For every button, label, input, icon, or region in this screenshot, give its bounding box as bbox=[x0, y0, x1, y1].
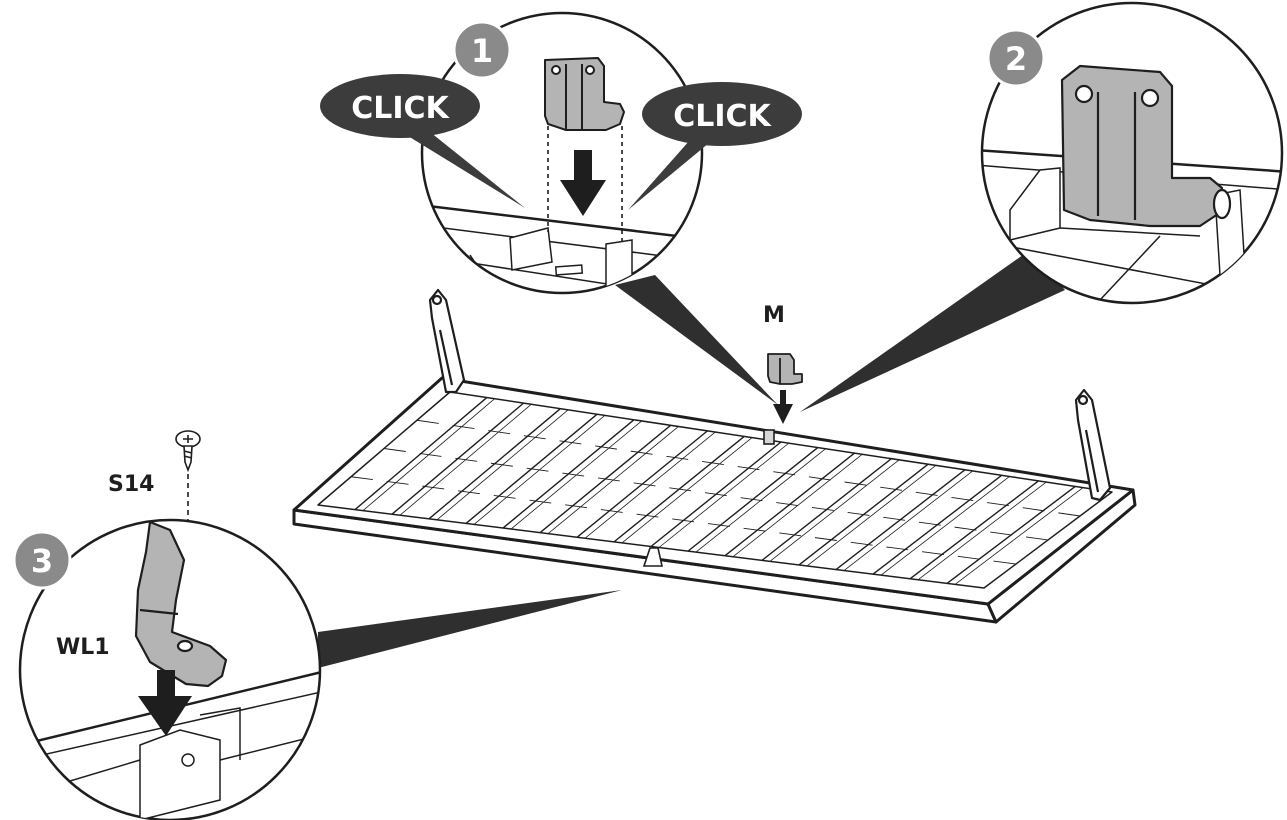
step-number-1: 1 bbox=[471, 32, 493, 70]
wedge-detail-1 bbox=[615, 275, 778, 405]
arrow-down-detail-1 bbox=[560, 150, 606, 216]
arrow-down-m bbox=[773, 390, 793, 424]
wedge-detail-3 bbox=[318, 590, 622, 668]
tray-cross-rib bbox=[350, 476, 1017, 565]
screw-s14-cross-icon bbox=[183, 435, 193, 443]
arrow-down-detail-3 bbox=[138, 670, 192, 736]
step-number-3: 3 bbox=[31, 542, 53, 580]
step-number-2: 2 bbox=[1005, 40, 1027, 78]
click-bubble-right-text: CLICK bbox=[673, 99, 772, 134]
detail-1-bracket bbox=[544, 57, 625, 131]
detail-2-bracket-hole-right bbox=[1140, 88, 1160, 108]
right-hinge-rod bbox=[1084, 429, 1100, 493]
detail-circle-1: 1 bbox=[420, 11, 704, 295]
detail-3-screw-hole bbox=[181, 753, 195, 767]
detail-2-bracket bbox=[1060, 64, 1232, 228]
arrow-down-detail-1-shaft bbox=[574, 150, 592, 180]
tray-frame bbox=[292, 376, 1137, 624]
detail-2-floor-line bbox=[1059, 227, 1201, 237]
tray-slat-edge bbox=[843, 470, 974, 571]
tray-cross-rib bbox=[383, 448, 1049, 541]
screw-s14-thread-2 bbox=[183, 455, 193, 459]
tray-top-surface bbox=[292, 376, 1135, 606]
detail-1-bracket-hole-right bbox=[585, 65, 595, 75]
detail-1-rail-top bbox=[422, 203, 702, 242]
left-hinge-arm-body bbox=[428, 288, 466, 394]
tray-slat-edge bbox=[806, 464, 937, 567]
detail-circle-3: 3 WL1 bbox=[12, 518, 322, 820]
tray-bracket-stub bbox=[763, 429, 775, 445]
arrow-down-m-shaft bbox=[780, 390, 786, 404]
step-badge-2 bbox=[986, 28, 1046, 88]
detail-1-bracket-hole-left bbox=[551, 65, 561, 75]
detail-3-clip-wl1 bbox=[134, 520, 228, 688]
left-hinge-pivot bbox=[431, 294, 443, 306]
click-bubble-left-shape bbox=[320, 74, 480, 138]
detail-3-clip-body bbox=[134, 520, 228, 688]
tray-bracket-slot bbox=[763, 429, 775, 445]
detail-2-bracket-body bbox=[1060, 64, 1224, 228]
tray-clip-front-body bbox=[642, 547, 663, 567]
detail-1-bracket-body bbox=[544, 57, 625, 131]
click-bubble-left-tail bbox=[395, 128, 525, 208]
arrow-down-detail-1-head bbox=[560, 180, 606, 216]
detail-3-clip-fold bbox=[139, 608, 179, 616]
part-m-bracket bbox=[767, 353, 803, 385]
part-label-s14: S14 bbox=[108, 472, 154, 497]
detail-3-block-edge bbox=[199, 707, 241, 760]
click-bubble-left-text: CLICK bbox=[351, 91, 450, 126]
tray-slat-edge bbox=[769, 459, 900, 562]
screw-s14-thread-1 bbox=[183, 450, 193, 454]
tray-cross-rib bbox=[416, 419, 1081, 517]
tray-slat-edge bbox=[917, 481, 1047, 581]
detail-2-diagonal bbox=[1099, 235, 1161, 301]
step-badge-1 bbox=[452, 20, 512, 80]
detail-3-clip-hole bbox=[176, 639, 194, 653]
screw-s14 bbox=[175, 430, 201, 473]
detail-2-block bbox=[1009, 167, 1061, 241]
detail-3-block bbox=[139, 729, 221, 820]
left-hinge-arm bbox=[428, 288, 466, 394]
detail-2-bracket-hole-left bbox=[1074, 84, 1094, 104]
part-m-body bbox=[767, 353, 803, 385]
arrow-down-detail-3-shaft bbox=[157, 670, 175, 698]
detail-3-rail-mid bbox=[20, 689, 320, 761]
right-hinge-arm-body bbox=[1074, 388, 1112, 502]
wedge-detail-2 bbox=[800, 250, 1065, 412]
detail-circle-1-border bbox=[420, 11, 704, 295]
detail-pointer-wedges bbox=[318, 250, 1065, 668]
right-hinge-pivot bbox=[1077, 394, 1089, 406]
tray-slat-edge bbox=[880, 476, 1010, 576]
detail-1-dashed-guides bbox=[547, 126, 623, 244]
detail-1-slot bbox=[554, 264, 584, 276]
step-badge-3 bbox=[12, 530, 72, 590]
tray-clip-front bbox=[642, 547, 663, 567]
part-label-m: M bbox=[763, 303, 785, 328]
arrow-down-m-head bbox=[773, 404, 793, 424]
click-bubble-right-shape bbox=[642, 82, 802, 146]
detail-2-peg bbox=[1212, 188, 1232, 220]
click-bubble-right: CLICK bbox=[628, 82, 802, 210]
tray-slats bbox=[350, 397, 1084, 585]
arrow-down-detail-3-head bbox=[138, 696, 192, 736]
click-bubble-right-tail bbox=[628, 138, 715, 210]
detail-1-slot-block-left bbox=[509, 227, 553, 271]
part-label-wl1: WL1 bbox=[56, 635, 110, 660]
right-hinge-arm bbox=[1074, 388, 1112, 502]
detail-circle-2: 2 bbox=[980, 1, 1284, 305]
tray-slat-edge bbox=[954, 487, 1084, 585]
left-hinge-rod bbox=[438, 329, 454, 386]
click-bubble-left: CLICK bbox=[320, 74, 525, 208]
